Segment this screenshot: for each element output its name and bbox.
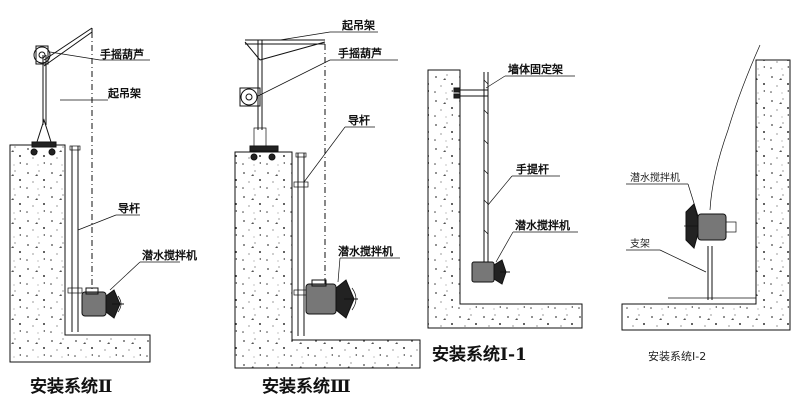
hand-hoist-icon bbox=[33, 45, 51, 65]
lift-cable bbox=[709, 44, 761, 211]
submersible-mixer bbox=[81, 287, 124, 319]
panel-system-1-2: 潜水搅拌机 支架 安装系统Ⅰ-2 bbox=[621, 44, 791, 363]
caption-system-2: 安装系统Ⅱ bbox=[30, 376, 112, 397]
leader-line bbox=[687, 183, 699, 217]
label-support: 支架 bbox=[630, 238, 650, 250]
concrete-wall bbox=[234, 151, 421, 369]
label-mixer: 潜水搅拌机 bbox=[338, 244, 393, 258]
leader-line bbox=[77, 214, 117, 231]
leader-line bbox=[303, 126, 346, 183]
leader-line bbox=[485, 75, 506, 89]
label-guide-rod: 导杆 bbox=[348, 113, 370, 127]
label-wall-bracket: 墙体固定架 bbox=[508, 62, 563, 76]
leader-line bbox=[49, 51, 101, 61]
submersible-mixer bbox=[684, 203, 737, 249]
crane-frame bbox=[30, 27, 93, 156]
caption-system-3: 安装系统Ⅲ bbox=[262, 376, 351, 397]
label-mixer: 潜水搅拌机 bbox=[515, 218, 570, 232]
leader-line bbox=[257, 59, 331, 97]
caption-system-1-1: 安装系统Ⅰ-1 bbox=[432, 344, 527, 365]
crane-frame bbox=[244, 39, 326, 161]
hand-lift-rod bbox=[483, 72, 489, 265]
leader-line bbox=[495, 231, 514, 263]
label-hand-rod: 手提杆 bbox=[516, 162, 549, 176]
support-frame bbox=[707, 246, 713, 300]
concrete-wall bbox=[621, 59, 791, 331]
leader-line bbox=[487, 175, 513, 206]
label-hand-hoist: 手摇葫芦 bbox=[100, 47, 144, 61]
guide-rod bbox=[293, 152, 309, 336]
leader-line bbox=[109, 261, 141, 291]
guide-rod bbox=[67, 145, 83, 332]
panel-system-3: 起吊架 手摇葫芦 导杆 潜水搅拌机 安装系统Ⅲ bbox=[234, 18, 421, 397]
submersible-mixer bbox=[305, 279, 358, 319]
label-mixer: 潜水搅拌机 bbox=[630, 171, 680, 184]
leader-line bbox=[659, 249, 707, 273]
label-crane-frame: 起吊架 bbox=[107, 86, 141, 100]
hand-hoist-icon bbox=[239, 87, 261, 107]
wall-bracket bbox=[453, 87, 488, 99]
label-hand-hoist: 手摇葫芦 bbox=[338, 46, 382, 60]
caption-system-1-2: 安装系统Ⅰ-2 bbox=[648, 349, 706, 363]
leader-line bbox=[337, 257, 341, 283]
concrete-wall bbox=[9, 144, 151, 363]
label-crane-frame: 起吊架 bbox=[341, 18, 375, 32]
panel-system-2: 手摇葫芦 起吊架 导杆 潜水搅拌机 安装系统Ⅱ bbox=[9, 27, 197, 397]
label-mixer: 潜水搅拌机 bbox=[142, 248, 197, 262]
submersible-mixer bbox=[471, 259, 510, 285]
leader-line bbox=[279, 31, 331, 41]
panel-system-1-1: 墙体固定架 手提杆 潜水搅拌机 安装系统Ⅰ-1 bbox=[427, 62, 583, 365]
concrete-wall bbox=[427, 69, 583, 329]
label-guide-rod: 导杆 bbox=[118, 201, 140, 215]
